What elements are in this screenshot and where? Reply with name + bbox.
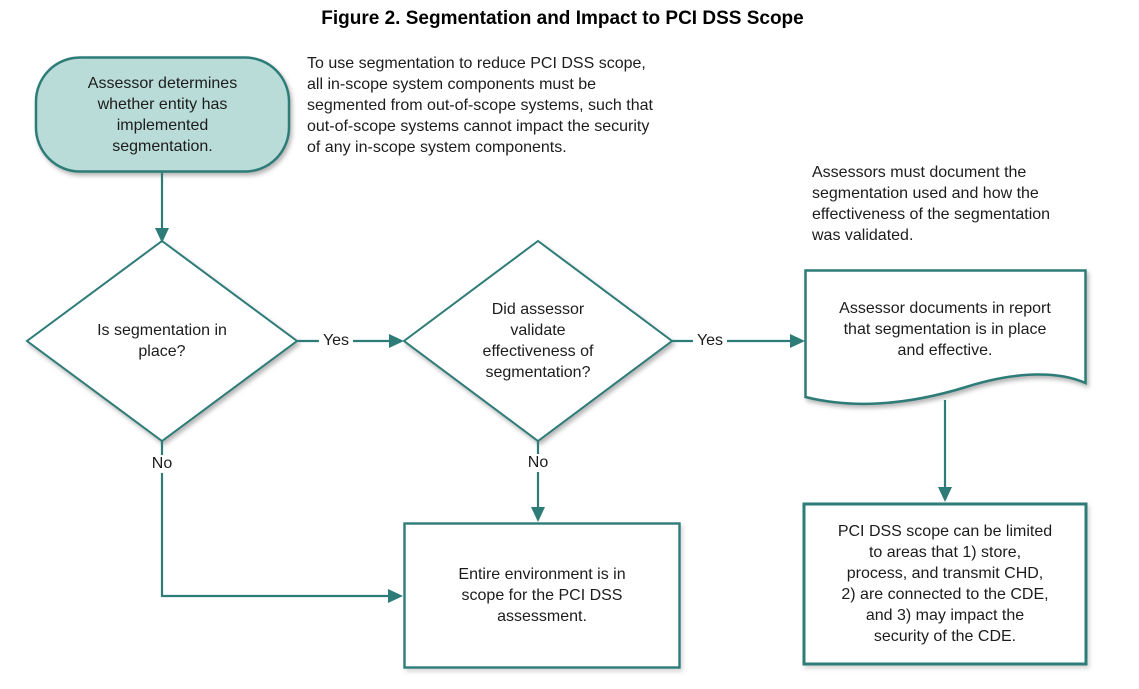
decision-validation-label: Did assessor validate effectiveness of s… — [482, 301, 594, 381]
document-report-shape — [804, 269, 1087, 406]
annotation-documentation-note: Assessors must document the segmentation… — [812, 164, 1051, 244]
process-entire-scope-label: Entire environment is in scope for the P… — [458, 566, 626, 625]
process-entire-scope-shape — [403, 522, 681, 669]
decision-segmentation-label: Is segmentation in place? — [97, 322, 227, 360]
arrow-start-to-decision-segmentation — [155, 172, 169, 243]
annotation-segmentation-note: To use segmentation to reduce PCI DSS sc… — [307, 55, 653, 156]
edge-label-segmentation-yes: Yes — [318, 332, 354, 350]
arrow-segmentation-no — [160, 441, 403, 603]
edge-label-validation-yes: Yes — [692, 332, 728, 350]
arrow-validation-no — [531, 441, 545, 522]
start-terminator-shape — [34, 56, 291, 173]
edge-label-validation-no: No — [523, 454, 553, 472]
document-report-label: Assessor documents in report that segmen… — [839, 299, 1051, 359]
start-terminator-label: Assessor determines whether entity has i… — [87, 74, 238, 155]
arrow-document-to-limited-scope — [938, 400, 952, 502]
arrow-validation-yes — [672, 334, 805, 348]
process-limited-scope-shape — [802, 502, 1088, 666]
edge-label-segmentation-no: No — [147, 455, 177, 473]
figure-title: Figure 2. Segmentation and Impact to PCI… — [321, 8, 804, 29]
process-limited-scope-label: PCI DSS scope can be limited to areas th… — [837, 523, 1053, 645]
